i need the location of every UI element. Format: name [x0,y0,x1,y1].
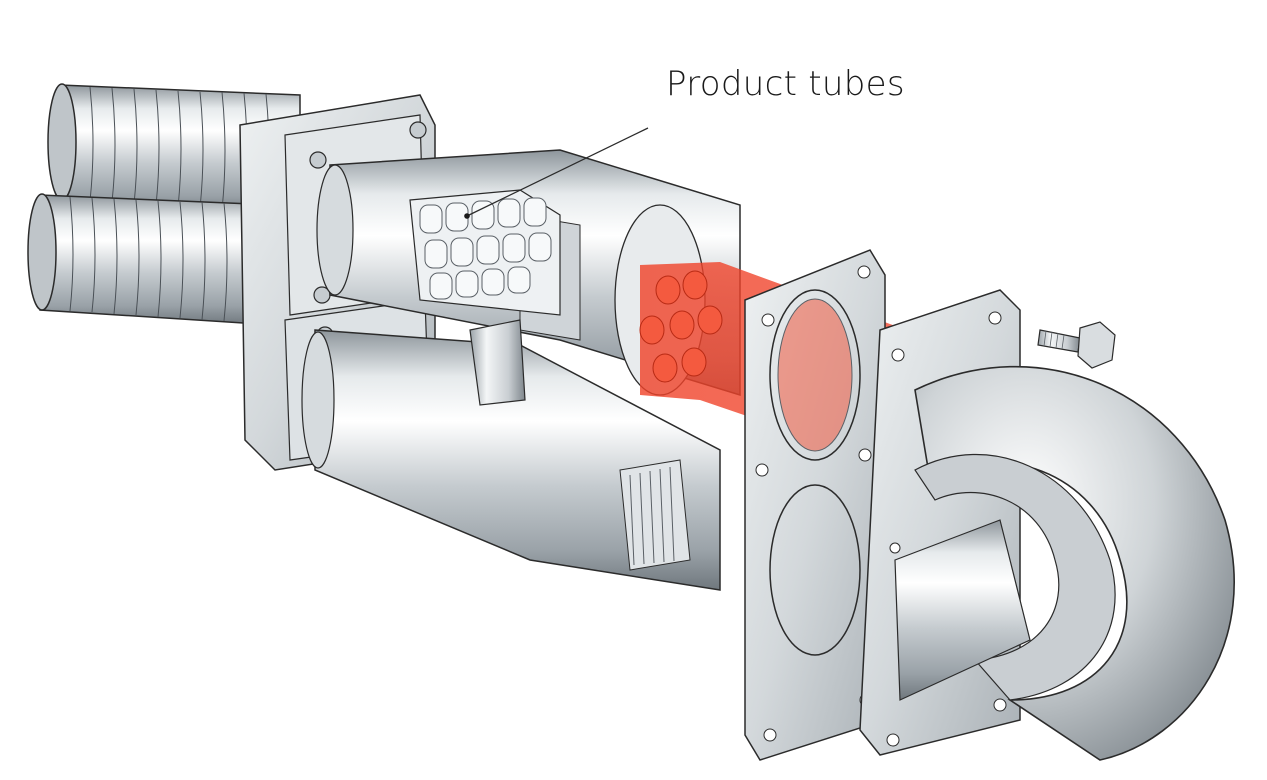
product-tubes-label: Product tubes [666,64,905,104]
lower-shell-tube [301,319,721,591]
product-tube-ends-upper [639,270,723,383]
upper-jacket-tube [47,83,301,216]
lower-jacket-tube [27,193,276,326]
callout-leader-line [466,127,649,217]
gasket-plate [744,249,886,761]
shell-nozzle [469,319,526,406]
return-bend [894,365,1235,761]
bolt-head [1077,321,1116,369]
loose-bolt [1037,321,1116,369]
callout-anchor-dot [464,213,470,219]
product-tube-bundle [409,189,561,316]
